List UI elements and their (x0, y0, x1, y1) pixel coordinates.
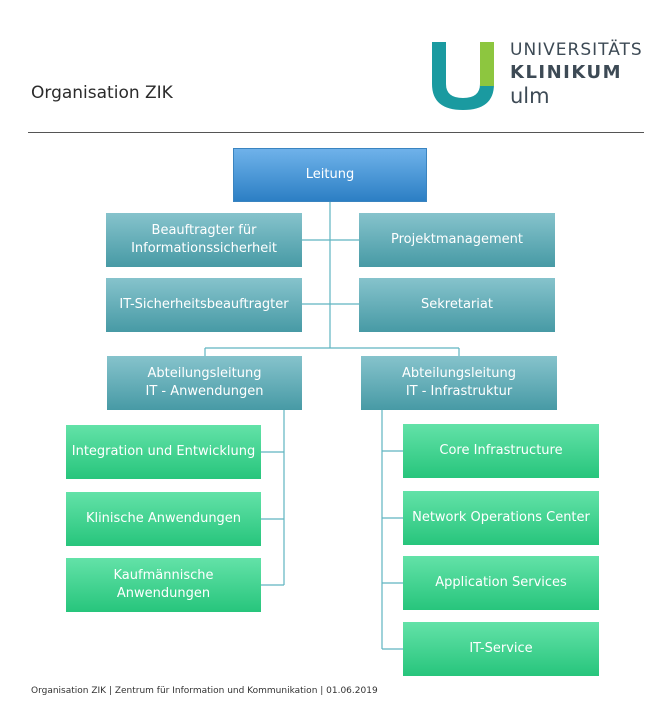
logo-text-line-3: ulm (510, 84, 550, 108)
org-box-it-security-officer: IT-Sicherheitsbeauftragter (106, 278, 302, 332)
org-box-integration-development: Integration und Entwicklung (66, 425, 261, 479)
org-box-project-management: Projektmanagement (359, 213, 555, 267)
header-divider (28, 132, 644, 133)
logo-text-line-1: UNIVERSITÄTS (510, 40, 643, 60)
footer-text: Organisation ZIK | Zentrum für Informati… (31, 686, 378, 696)
page-title: Organisation ZIK (31, 83, 173, 103)
org-box-secretariat: Sekretariat (359, 278, 555, 332)
org-box-dept-applications: Abteilungsleitung IT - Anwendungen (107, 356, 302, 410)
org-box-dept-infrastructure: Abteilungsleitung IT - Infrastruktur (361, 356, 557, 410)
org-box-it-service: IT-Service (403, 622, 599, 676)
logo: UNIVERSITÄTS KLINIKUM ulm (428, 40, 653, 115)
org-box-network-operations-center: Network Operations Center (403, 491, 599, 545)
logo-u-icon (432, 42, 494, 110)
org-box-application-services: Application Services (403, 556, 599, 610)
org-box-leitung: Leitung (233, 148, 427, 202)
org-box-infosec-officer: Beauftragter für Informationssicherheit (106, 213, 302, 267)
org-box-commercial-applications: Kaufmännische Anwendungen (66, 558, 261, 612)
org-box-clinical-applications: Klinische Anwendungen (66, 492, 261, 546)
org-box-core-infrastructure: Core Infrastructure (403, 424, 599, 478)
logo-text-line-2: KLINIKUM (510, 62, 623, 83)
